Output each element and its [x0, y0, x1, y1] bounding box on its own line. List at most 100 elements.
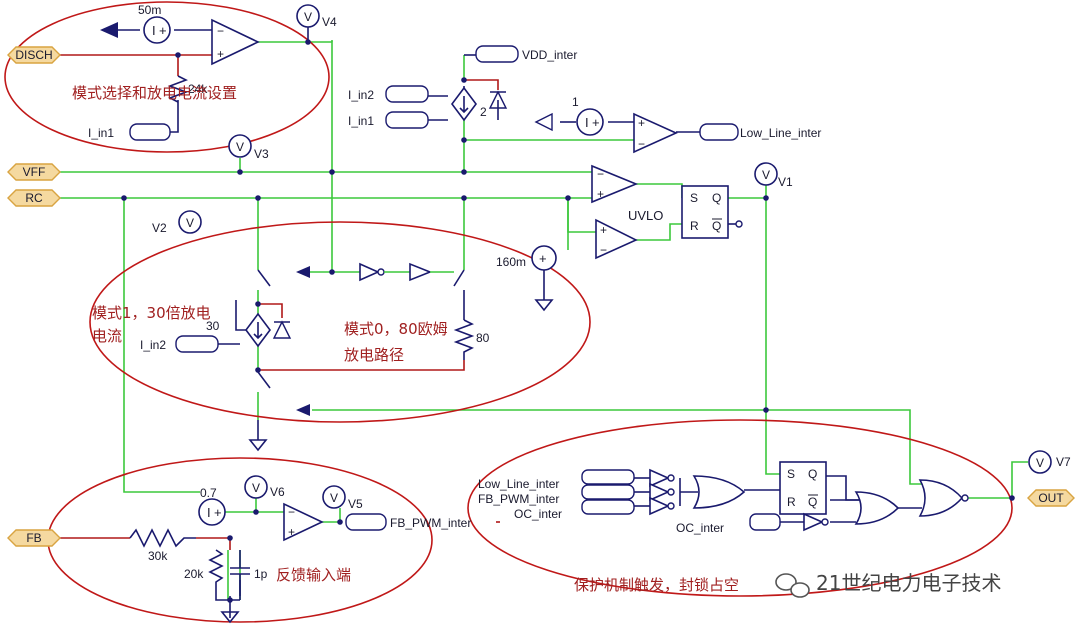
vff-port-label: VFF: [23, 165, 46, 179]
buffer-1[interactable]: [409, 262, 433, 282]
ground-icon: [220, 611, 240, 624]
nor-gate-out[interactable]: [918, 479, 969, 517]
svg-text:I: I: [152, 23, 156, 38]
oc-connector: [749, 513, 781, 531]
svg-text:+: +: [592, 115, 600, 130]
resistor-20k[interactable]: 20k: [184, 549, 240, 601]
probe-v2[interactable]: V V2: [152, 210, 202, 235]
probe-v5-label: V5: [348, 497, 363, 511]
switch-right[interactable]: [453, 269, 465, 287]
net-i-in2-b: I_in2: [140, 338, 166, 352]
probe-v7[interactable]: V V7: [1028, 450, 1071, 474]
sr-latch-protection[interactable]: S Q R Q: [779, 461, 827, 515]
watermark: 21世纪电力电子技术: [775, 571, 1001, 598]
junctions: [121, 39, 1015, 603]
control-arrow-icon: [296, 404, 310, 416]
label-30k: 30k: [148, 549, 168, 563]
wechat-logo-icon: [775, 573, 810, 598]
probe-v5[interactable]: V V5: [322, 485, 363, 511]
current-source-1[interactable]: I+ 1: [572, 95, 604, 136]
current-source-50m[interactable]: I+ 50m: [138, 3, 171, 44]
rc-port[interactable]: RC: [7, 189, 61, 207]
opamp-mode-select[interactable]: −+: [211, 18, 260, 66]
dependent-source-gain-2[interactable]: 2: [451, 86, 487, 122]
out-port[interactable]: OUT: [1027, 489, 1075, 507]
svg-text:+: +: [217, 47, 224, 61]
probe-v3[interactable]: V V3: [228, 134, 269, 161]
buffer-bank[interactable]: [649, 468, 675, 516]
arrow-left-icon: [534, 112, 553, 132]
dependent-source-gain-30[interactable]: 30: [206, 312, 271, 348]
svg-text:−: −: [597, 167, 604, 181]
note-feedback-input: 反馈输入端: [276, 566, 351, 584]
svg-text:+: +: [159, 23, 167, 38]
latch2-r: R: [787, 495, 796, 509]
label-1p: 1p: [254, 567, 268, 581]
svg-text:+: +: [638, 116, 645, 130]
opamp-low-line[interactable]: +−: [633, 112, 678, 154]
latch2-q: Q: [808, 467, 817, 481]
disch-port[interactable]: DISCH: [7, 46, 61, 64]
probe-v2-label: V2: [152, 221, 167, 235]
annotations: 模式选择和放电电流设置 模式1，30倍放电 电流 模式0，80欧姆 放电路径 反…: [72, 84, 739, 594]
note-mode1-line1: 模式1，30倍放电: [92, 304, 211, 322]
mode-select-region: [4, 1, 330, 153]
switches: [257, 262, 465, 416]
switch-left-top[interactable]: [257, 269, 271, 287]
probe-v1[interactable]: V V1: [754, 162, 793, 189]
label-1: 1: [572, 95, 579, 109]
net-in-oc: OC_inter: [514, 507, 562, 521]
region-ellipses: [4, 1, 1013, 623]
net-i-in2: I_in2: [348, 88, 374, 102]
svg-text:+: +: [597, 187, 604, 201]
net-in-fb-pwm: FB_PWM_inter: [478, 492, 559, 506]
voltage-source-160m[interactable]: + 160m: [496, 245, 557, 271]
latch-q: Q: [712, 191, 721, 205]
resistor-30k[interactable]: 30k: [129, 528, 196, 563]
diode-icon: [488, 90, 508, 109]
probe-v4[interactable]: V V4: [296, 4, 337, 42]
net-i-in1-b: I_in1: [88, 126, 114, 140]
capacitor-1p[interactable]: 1p: [230, 550, 268, 600]
comparator-uvlo-2[interactable]: +−: [595, 218, 638, 260]
resistor-80[interactable]: 80: [453, 319, 490, 360]
ground-icon: [248, 439, 268, 452]
fb-port[interactable]: FB: [7, 529, 61, 547]
protection-region: [467, 419, 1013, 597]
svg-text:I: I: [585, 115, 589, 130]
input-connector: [581, 469, 635, 485]
label-160m: 160m: [496, 255, 526, 269]
svg-text:+: +: [214, 505, 222, 520]
svg-text:−: −: [217, 24, 224, 38]
svg-text:I: I: [207, 505, 211, 520]
svg-text:V: V: [252, 481, 260, 495]
comparator-uvlo-1[interactable]: −+: [591, 164, 639, 204]
net-oc-inter: OC_inter: [676, 521, 724, 535]
switch-left-bottom[interactable]: [257, 371, 271, 389]
svg-text:V: V: [186, 216, 194, 230]
uvlo-label: UVLO: [628, 208, 663, 223]
control-arrow-icon: [296, 266, 310, 278]
diode-icon: [272, 320, 292, 339]
or-gate-2[interactable]: [854, 491, 900, 525]
sr-latch-uvlo[interactable]: S Q R Q: [681, 185, 743, 239]
watermark-text: 21世纪电力电子技术: [816, 571, 1001, 595]
probe-v6-label: V6: [270, 485, 285, 499]
fb-port-label: FB: [26, 531, 41, 545]
inverter-1[interactable]: [359, 262, 385, 282]
opamp-feedback[interactable]: −+: [283, 502, 324, 542]
out-port-label: OUT: [1038, 491, 1064, 505]
disch-port-label: DISCH: [15, 48, 52, 62]
vff-port[interactable]: VFF: [7, 163, 61, 181]
inverter-oc[interactable]: [803, 512, 829, 532]
resistor-24k[interactable]: 24k: [167, 75, 208, 103]
probe-v6[interactable]: V V6: [244, 475, 285, 499]
svg-text:−: −: [638, 137, 645, 151]
or-gate-1[interactable]: [692, 475, 746, 509]
probe-v4-label: V4: [322, 15, 337, 29]
note-mode-select: 模式选择和放电电流设置: [72, 84, 237, 102]
svg-text:V: V: [236, 140, 244, 154]
label-0-7: 0.7: [200, 486, 217, 500]
current-source-0-7[interactable]: I+ 0.7: [198, 486, 226, 526]
